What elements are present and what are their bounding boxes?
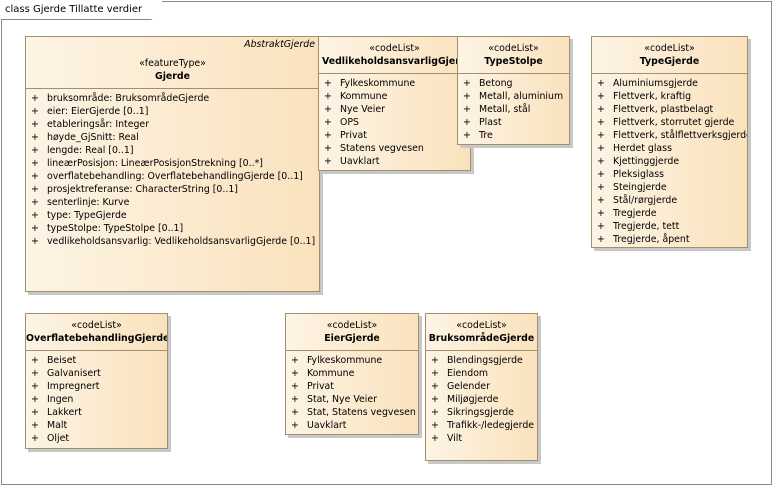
code-value: Galvanisert	[26, 367, 167, 380]
stereotype-label: «codeList»	[456, 320, 507, 331]
attribute-item: høyde_GjSnitt: Real	[26, 131, 319, 144]
code-value: OPS	[319, 116, 470, 129]
code-value: Flettverk, plastbelagt	[592, 103, 747, 116]
attribute-item: vedlikeholdsansvarlig: Vedlikeholdsansva…	[26, 235, 319, 248]
code-value: Flettverk, storrutet gjerde	[592, 116, 747, 129]
class-overflatebehandlinggjerde[interactable]: «codeList» OverflatebehandlingGjerde Bei…	[25, 313, 168, 449]
attribute-item: prosjektreferanse: CharacterString [0..1…	[26, 183, 319, 196]
code-value: Vilt	[426, 432, 537, 445]
attribute-item: bruksområde: BruksområdeGjerde	[26, 92, 319, 105]
code-value: Privat	[319, 129, 470, 142]
attribute-item: type: TypeGjerde	[26, 209, 319, 222]
code-value: Kjettinggjerde	[592, 155, 747, 168]
class-name: EierGjerde	[324, 333, 380, 344]
attribute-item: lineærPosisjon: LineærPosisjonStrekning …	[26, 157, 319, 170]
code-value: Gelender	[426, 380, 537, 393]
code-value: Malt	[26, 419, 167, 432]
attribute-item: typeStolpe: TypeStolpe [0..1]	[26, 222, 319, 235]
code-value: Stat, Statens vegvesen	[286, 406, 418, 419]
class-header: «codeList» TypeStolpe	[458, 37, 569, 74]
code-value: Fylkeskommune	[286, 354, 418, 367]
class-header: «codeList» EierGjerde	[286, 314, 418, 351]
code-value: Privat	[286, 380, 418, 393]
value-list: Aluminiumsgjerde Flettverk, kraftig Flet…	[592, 74, 747, 246]
class-name: Gjerde	[155, 71, 190, 82]
class-header: «codeList» TypeGjerde	[592, 37, 747, 74]
value-list: Betong Metall, aluminium Metall, stål Pl…	[458, 74, 569, 142]
code-value: Plast	[458, 116, 569, 129]
code-value: Betong	[458, 77, 569, 90]
stereotype-label: «codeList»	[369, 43, 420, 54]
code-value: Sikringsgjerde	[426, 406, 537, 419]
stereotype-label: «codeList»	[644, 43, 695, 54]
code-value: Impregnert	[26, 380, 167, 393]
class-gjerde[interactable]: AbstraktGjerde «featureType» Gjerde bruk…	[25, 36, 320, 292]
attribute-item: overflatebehandling: Overflatebehandling…	[26, 170, 319, 183]
code-value: Stat, Nye Veier	[286, 393, 418, 406]
class-typestolpe[interactable]: «codeList» TypeStolpe Betong Metall, alu…	[457, 36, 570, 145]
code-value: Uavklart	[319, 155, 470, 168]
code-value: Uavklart	[286, 419, 418, 432]
attribute-item: lengde: Real [0..1]	[26, 144, 319, 157]
stereotype-label: «codeList»	[71, 320, 122, 331]
code-value: Kommune	[286, 367, 418, 380]
class-header: «codeList» VedlikeholdsansvarligGjerde	[319, 37, 470, 74]
class-bruksomradegjerde[interactable]: «codeList» BruksområdeGjerde Blendingsgj…	[425, 313, 538, 461]
code-value: Kommune	[319, 90, 470, 103]
code-value: Beiset	[26, 354, 167, 367]
code-value: Pleksiglass	[592, 168, 747, 181]
code-value: Statens vegvesen	[319, 142, 470, 155]
attribute-item: eier: EierGjerde [0..1]	[26, 105, 319, 118]
code-value: Aluminiumsgjerde	[592, 77, 747, 90]
code-value: Metall, aluminium	[458, 90, 569, 103]
code-value: Tre	[458, 129, 569, 142]
stereotype-label: «codeList»	[326, 320, 378, 331]
code-value: Flettverk, stålflettverksgjerde	[592, 129, 747, 142]
class-name: OverflatebehandlingGjerde	[26, 333, 167, 344]
value-list: Fylkeskommune Kommune Privat Stat, Nye V…	[286, 351, 418, 432]
abstract-parent-label: AbstraktGjerde	[244, 39, 315, 50]
attribute-item: etableringsår: Integer	[26, 118, 319, 131]
code-value: Nye Veier	[319, 103, 470, 116]
class-name: BruksområdeGjerde	[428, 333, 535, 344]
code-value: Tregjerde	[592, 207, 747, 220]
code-value: Eiendom	[426, 367, 537, 380]
frame-title: class Gjerde Tillatte verdier	[1, 1, 163, 19]
class-name: TypeGjerde	[639, 56, 700, 67]
code-value: Miljøgjerde	[426, 393, 537, 406]
attribute-item: senterlinje: Kurve	[26, 196, 319, 209]
code-value: Tregjerde, tett	[592, 220, 747, 233]
code-value: Oljet	[26, 432, 167, 445]
class-header: «codeList» BruksområdeGjerde	[426, 314, 537, 351]
code-value: Fylkeskommune	[319, 77, 470, 90]
code-value: Tregjerde, åpent	[592, 233, 747, 246]
class-header: «codeList» OverflatebehandlingGjerde	[26, 314, 167, 351]
stereotype-label: «codeList»	[488, 43, 539, 54]
class-header: AbstraktGjerde «featureType» Gjerde	[26, 37, 319, 89]
stereotype-label: «featureType»	[139, 58, 206, 69]
class-eiergjerde[interactable]: «codeList» EierGjerde Fylkeskommune Komm…	[285, 313, 419, 435]
code-value: Metall, stål	[458, 103, 569, 116]
code-value: Lakkert	[26, 406, 167, 419]
code-value: Herdet glass	[592, 142, 747, 155]
class-typegjerde[interactable]: «codeList» TypeGjerde Aluminiumsgjerde F…	[591, 36, 748, 248]
value-list: Blendingsgjerde Eiendom Gelender Miljøgj…	[426, 351, 537, 445]
code-value: Stål/rørgjerde	[592, 194, 747, 207]
attribute-list: bruksområde: BruksområdeGjerde eier: Eie…	[26, 89, 319, 248]
code-value: Flettverk, kraftig	[592, 90, 747, 103]
code-value: Steingjerde	[592, 181, 747, 194]
value-list: Beiset Galvanisert Impregnert Ingen Lakk…	[26, 351, 167, 445]
code-value: Trafikk-/ledegjerde	[426, 419, 537, 432]
code-value: Blendingsgjerde	[426, 354, 537, 367]
class-vedlikeholdsansvarliggjerde[interactable]: «codeList» VedlikeholdsansvarligGjerde F…	[318, 36, 471, 171]
value-list: Fylkeskommune Kommune Nye Veier OPS Priv…	[319, 74, 470, 168]
code-value: Ingen	[26, 393, 167, 406]
class-name: VedlikeholdsansvarligGjerde	[322, 56, 470, 67]
class-name: TypeStolpe	[484, 56, 543, 67]
